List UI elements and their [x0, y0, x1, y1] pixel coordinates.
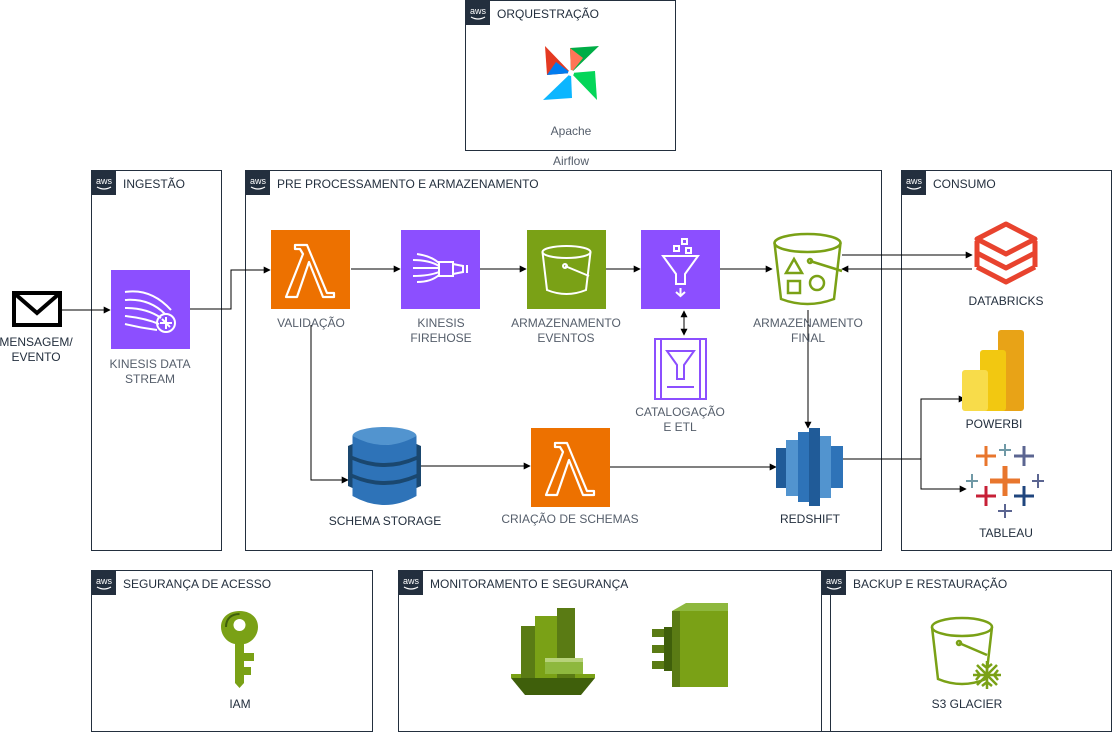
cataloging-label: CATALOGAÇÃO E ETL — [635, 405, 725, 434]
aws-logo-icon: aws — [92, 571, 116, 595]
tableau-label: TABLEAU — [979, 526, 1033, 540]
iam-label: IAM — [229, 697, 251, 711]
events-storage-label: ARMAZENAMENTO EVENTOS — [511, 316, 621, 345]
mail-icon — [12, 291, 62, 327]
databricks-icon — [974, 221, 1038, 286]
kinesis-firehose-icon — [401, 230, 480, 309]
svg-text:aws: aws — [96, 176, 113, 186]
aws-logo-icon: aws — [399, 571, 423, 595]
redshift-icon — [776, 428, 843, 506]
airflow-label: Apache Airflow — [521, 109, 621, 169]
aws-logo-icon: aws — [822, 571, 846, 595]
airflow-icon — [541, 42, 601, 104]
svg-text:aws: aws — [826, 576, 843, 586]
edge-redshift-to-tableau — [920, 459, 967, 493]
edge-redshift-to-powerbi — [842, 395, 966, 460]
s3-bucket-icon — [527, 230, 606, 309]
svg-text:aws: aws — [250, 176, 267, 186]
glue-funnel-icon — [641, 230, 720, 309]
redshift-label: REDSHIFT — [780, 512, 840, 526]
group-title-backup: BACKUP E RESTAURAÇÃO — [853, 577, 1008, 591]
message-label: MENSAGEM/ EVENTO — [0, 335, 73, 364]
powerbi-icon — [962, 330, 1024, 411]
airflow-label-line2: Airflow — [552, 154, 589, 168]
dynamodb-icon — [348, 426, 421, 509]
kinesis-data-stream-label: KINESIS DATA STREAM — [109, 357, 191, 386]
group-title-access-security: SEGURANÇA DE ACESSO — [123, 577, 272, 591]
lambda-schema-creation-icon — [531, 428, 610, 507]
s3-glacier-icon — [929, 615, 1005, 693]
group-title-orchestration: ORQUESTRAÇÃO — [497, 7, 600, 21]
firehose-label: KINESIS FIREHOSE — [410, 316, 472, 345]
s3-final-bucket-icon — [772, 231, 843, 311]
glacier-label: S3 GLACIER — [931, 697, 1003, 711]
schema-storage-label: SCHEMA STORAGE — [328, 514, 442, 528]
edge-validation-to-schema — [310, 325, 349, 484]
group-orchestration: aws ORQUESTRAÇÃO — [465, 0, 676, 151]
powerbi-label: POWERBI — [965, 417, 1023, 431]
final-storage-label: ARMAZENAMENTO FINAL — [753, 316, 863, 345]
group-title-consumption: CONSUMO — [933, 177, 996, 191]
svg-text:aws: aws — [906, 176, 923, 186]
catalog-icon — [653, 337, 708, 401]
validation-label: VALIDAÇÃO — [277, 316, 345, 330]
kinesis-data-stream-icon — [111, 270, 190, 349]
svg-text:aws: aws — [403, 576, 420, 586]
tableau-icon — [966, 444, 1044, 518]
group-title-ingestion: INGESTÃO — [123, 177, 186, 191]
group-title-preprocessing: PRE PROCESSAMENTO E ARMAZENAMENTO — [277, 177, 539, 191]
aws-logo-icon: aws — [92, 171, 116, 195]
group-title-monitoring: MONITORAMENTO E SEGURANÇA — [430, 577, 629, 591]
aws-logo-icon: aws — [902, 171, 926, 195]
svg-text:aws: aws — [96, 576, 113, 586]
svg-text:aws: aws — [470, 6, 487, 16]
group-ingestion: aws INGESTÃO — [91, 170, 222, 551]
edge-stream-to-validation — [190, 266, 271, 310]
cloudwatch-icon — [511, 608, 595, 695]
lambda-validation-icon — [271, 230, 350, 309]
databricks-label: DATABRICKS — [968, 294, 1044, 308]
cloudtrail-icon — [650, 603, 728, 695]
airflow-label-line1: Apache — [550, 124, 592, 138]
aws-logo-icon: aws — [246, 171, 270, 195]
aws-logo-icon: aws — [466, 1, 490, 25]
iam-key-icon — [218, 609, 261, 690]
schema-creation-label: CRIAÇÃO DE SCHEMAS — [501, 512, 639, 526]
group-consumption: aws CONSUMO — [901, 170, 1112, 551]
group-preprocessing: aws PRE PROCESSAMENTO E ARMAZENAMENTO — [245, 170, 882, 551]
